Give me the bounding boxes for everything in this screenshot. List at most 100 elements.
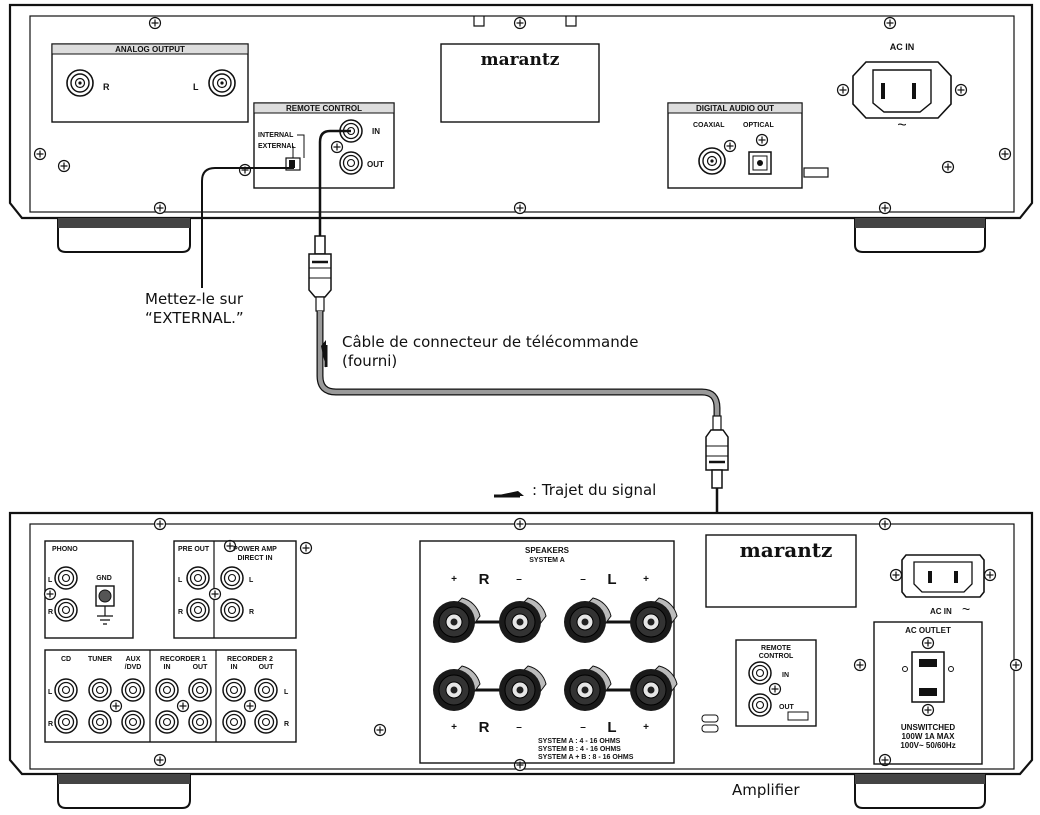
cable-caption-line1: Câble de connecteur de télécommande bbox=[342, 333, 639, 351]
system-a-label: SYSTEM A bbox=[529, 557, 565, 564]
dvd-label: /DVD bbox=[125, 664, 142, 671]
phono-l-label: L bbox=[48, 577, 53, 584]
recorder2-out-label: OUT bbox=[259, 664, 275, 671]
analog-out-l-jack[interactable] bbox=[208, 69, 236, 97]
cd-r-jack[interactable] bbox=[54, 710, 78, 734]
system-ab-ohms: SYSTEM A + B : 8 - 16 OHMS bbox=[538, 754, 634, 761]
plus-label-2: + bbox=[643, 574, 649, 585]
tuner-l-jack[interactable] bbox=[88, 678, 112, 702]
amplifier-caption: Amplifier bbox=[732, 781, 800, 799]
pre-out-label: PRE OUT bbox=[178, 546, 210, 553]
phono-panel bbox=[44, 540, 134, 639]
rec1-out-r-jack[interactable] bbox=[188, 710, 212, 734]
remote-in-label: IN bbox=[372, 127, 380, 136]
recorder2-in-label: IN bbox=[231, 664, 238, 671]
brand-plate bbox=[440, 43, 600, 123]
coaxial-label: COAXIAL bbox=[693, 122, 725, 129]
speakers-label: SPEAKERS bbox=[525, 546, 570, 555]
amp-control-label: CONTROL bbox=[759, 653, 794, 660]
aux-l-jack[interactable] bbox=[121, 678, 145, 702]
amp-remote-in-jack[interactable] bbox=[748, 661, 772, 685]
amp-ac-in-label: AC IN bbox=[930, 607, 952, 616]
switch-instruction: Mettez-le sur “EXTERNAL.” bbox=[145, 290, 244, 328]
speakers-panel bbox=[419, 540, 675, 764]
ac-outlet-label: AC OUTLET bbox=[905, 626, 951, 635]
cd-l-jack[interactable] bbox=[54, 678, 78, 702]
rec1-out-l-jack[interactable] bbox=[188, 678, 212, 702]
amp-remote-label: REMOTE bbox=[761, 645, 791, 652]
power-amp-l-label: L bbox=[249, 577, 254, 584]
recorder1-label: RECORDER 1 bbox=[160, 656, 206, 663]
speakers-l-label-bottom: L bbox=[607, 719, 616, 736]
amp-remote-in-label: IN bbox=[782, 672, 789, 679]
inputs-l-label: L bbox=[48, 689, 53, 696]
digital-audio-out-label: DIGITAL AUDIO OUT bbox=[696, 104, 774, 113]
rec2-out-l-jack[interactable] bbox=[254, 678, 278, 702]
pre-out-r-jack[interactable] bbox=[186, 598, 210, 622]
coaxial-jack[interactable] bbox=[698, 147, 726, 175]
rec1-in-l-jack[interactable] bbox=[155, 678, 179, 702]
channel-l-label: L bbox=[193, 82, 199, 92]
remote-out-jack[interactable] bbox=[339, 151, 363, 175]
switch-instruction-line1: Mettez-le sur bbox=[145, 290, 244, 308]
speakers-l-label: L bbox=[607, 571, 616, 588]
amplifier-rear-panel: PHONO L R GND PRE OUT POWER AMP DIRECT I… bbox=[8, 511, 1034, 809]
rec2-out-r-jack[interactable] bbox=[254, 710, 278, 734]
amp-brand-plate bbox=[705, 534, 857, 608]
pre-out-l-jack[interactable] bbox=[186, 566, 210, 590]
analog-output-label: ANALOG OUTPUT bbox=[115, 45, 185, 54]
outlet-voltage-label: 100V~ 50/60Hz bbox=[900, 741, 955, 750]
rec2-in-r-jack[interactable] bbox=[222, 710, 246, 734]
optical-label: OPTICAL bbox=[743, 122, 774, 129]
remote-control-label: REMOTE CONTROL bbox=[286, 104, 362, 113]
signal-path-legend: : Trajet du signal bbox=[532, 481, 657, 499]
phono-r-label: R bbox=[48, 609, 53, 616]
unswitched-label: UNSWITCHED bbox=[901, 723, 955, 732]
inputs-r-label: R bbox=[48, 721, 53, 728]
outlet-max-label: 100W 1A MAX bbox=[901, 732, 955, 741]
pre-out-r-label: R bbox=[178, 609, 183, 616]
pre-out-l-label: L bbox=[178, 577, 183, 584]
tuner-label: TUNER bbox=[88, 656, 112, 663]
plus-label-3: + bbox=[451, 722, 457, 733]
power-amp-r-jack[interactable] bbox=[220, 598, 244, 622]
minus-label-3: – bbox=[516, 722, 522, 733]
cable-plug-player bbox=[308, 253, 332, 298]
cable-caption-line2: (fourni) bbox=[342, 352, 398, 370]
channel-r-label: R bbox=[103, 82, 110, 92]
line-inputs-panel bbox=[44, 649, 297, 743]
switch-pointer-line bbox=[201, 167, 294, 288]
amp-remote-out-label: OUT bbox=[779, 704, 795, 711]
external-label: EXTERNAL bbox=[258, 143, 296, 150]
remote-out-label: OUT bbox=[367, 160, 384, 169]
amp-ac-tilde: ~ bbox=[962, 601, 970, 617]
aux-r-jack[interactable] bbox=[121, 710, 145, 734]
ac-in-label: AC IN bbox=[890, 42, 915, 52]
phono-l-jack[interactable] bbox=[54, 566, 78, 590]
speakers-r-label-bottom: R bbox=[479, 719, 490, 736]
amp-remote-out-jack[interactable] bbox=[748, 693, 772, 717]
tuner-r-jack[interactable] bbox=[88, 710, 112, 734]
speakers-r-label: R bbox=[479, 571, 490, 588]
inputs-r-label-right: R bbox=[284, 721, 289, 728]
inputs-l-label-right: L bbox=[284, 689, 289, 696]
rec1-in-r-jack[interactable] bbox=[155, 710, 179, 734]
marantz-logo: marantz bbox=[481, 50, 560, 70]
analog-out-r-jack[interactable] bbox=[66, 69, 94, 97]
minus-label-1: – bbox=[516, 574, 522, 585]
cable-caption: Câble de connecteur de télécommande (fou… bbox=[342, 333, 638, 371]
power-amp-l-jack[interactable] bbox=[220, 566, 244, 590]
power-amp-r-label: R bbox=[249, 609, 254, 616]
ac-tilde-symbol: ~ bbox=[897, 117, 906, 134]
plus-label-4: + bbox=[643, 722, 649, 733]
amp-remote-control-panel bbox=[735, 639, 817, 727]
phono-r-jack[interactable] bbox=[54, 598, 78, 622]
cd-player-rear-panel: ANALOG OUTPUT R L marantz REMOTE CONTROL… bbox=[8, 3, 1034, 253]
minus-label-2: – bbox=[580, 574, 586, 585]
system-b-ohms: SYSTEM B : 4 - 16 OHMS bbox=[538, 746, 621, 753]
gnd-label: GND bbox=[96, 575, 112, 582]
aux-label: AUX bbox=[126, 656, 141, 663]
recorder1-out-label: OUT bbox=[193, 664, 209, 671]
rec2-in-l-jack[interactable] bbox=[222, 678, 246, 702]
